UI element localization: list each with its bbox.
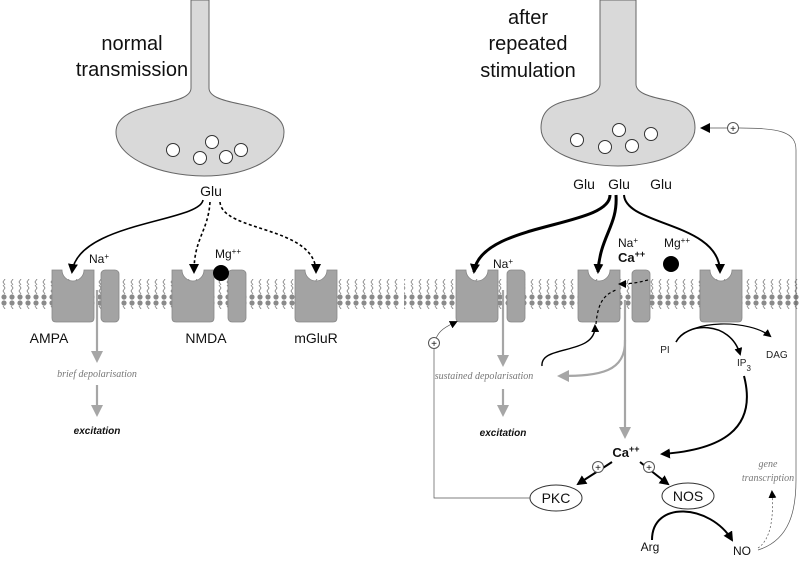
left-vesicles (166, 135, 248, 165)
arg-label: Arg (641, 540, 660, 554)
pkc-feedback-line (433, 321, 530, 499)
vesicle (644, 127, 658, 141)
glu-to-mglur-arrow-solid (623, 194, 725, 274)
pi-label: PI (660, 345, 669, 356)
vesicle (219, 150, 233, 164)
ca-pkc-plus-sign: + (592, 461, 604, 474)
left-mg-block (213, 265, 229, 281)
nmda-receptor (171, 269, 247, 323)
vesicle (625, 139, 639, 153)
left-title-line2: transmission (76, 59, 188, 81)
right-glu-label-2: Glu (608, 176, 630, 192)
mg-expulsion-arrow (618, 279, 649, 288)
svg-text:+: + (730, 124, 736, 135)
nos-label: NOS (673, 488, 703, 504)
svg-text:+: + (431, 339, 437, 350)
right-title-line2: repeated (489, 33, 568, 55)
ca-to-sustained-depolarisation-arrow (557, 339, 627, 382)
no-retrograde-line (700, 123, 797, 551)
vesicle (205, 135, 219, 149)
right-title-line1: after (508, 7, 548, 29)
right-mglur-receptor (699, 269, 743, 323)
gene-label-line2: transcription (742, 473, 794, 484)
glu-to-mglur-arrow (219, 201, 321, 274)
pkc-feedback-plus-sign: + (428, 337, 440, 350)
right-glu-label-3: Glu (650, 176, 672, 192)
glu-to-nmda-arrow-strong (593, 194, 618, 274)
svg-text:+: + (646, 463, 652, 474)
left-presynaptic-terminal (115, 0, 285, 177)
vesicle (193, 151, 207, 165)
left-glu-label: Glu (200, 183, 222, 199)
left-excitation-label: excitation (74, 426, 121, 437)
svg-text:+: + (595, 463, 601, 474)
dag-label: DAG (766, 350, 788, 361)
right-vesicles (570, 123, 658, 154)
central-ca-label: Ca++ (612, 444, 639, 460)
ip3-to-ca-arrow (660, 375, 748, 459)
gene-label-line1: gene (759, 459, 778, 470)
left-mg-label: Mg++ (215, 247, 241, 262)
depolarisation-feedback-arrow (541, 324, 600, 367)
nos-node (661, 482, 715, 510)
mglur-receptor (294, 269, 338, 323)
vesicle (570, 133, 584, 147)
pi-to-dag-arrow (675, 323, 772, 343)
glu-to-nmda-arrow (189, 201, 211, 274)
ip3-label: IP3 (737, 358, 751, 373)
right-excitation-label: excitation (480, 428, 527, 439)
retrograde-plus-sign: + (727, 122, 739, 135)
pkc-label: PKC (542, 490, 571, 506)
right-glu-label-1: Glu (573, 176, 595, 192)
right-na-label-ampa: Na+ (493, 257, 513, 272)
right-ampa-receptor (455, 269, 526, 323)
ampa-receptor (51, 269, 120, 323)
vesicle (166, 143, 180, 157)
mglur-label: mGluR (294, 330, 338, 346)
glu-to-ampa-arrow-strong (470, 194, 612, 274)
sustained-depolarisation-label: sustained depolarisation (435, 371, 534, 382)
vesicle (234, 143, 248, 157)
ca-to-pkc-arrow (576, 461, 613, 486)
left-na-label: Na+ (89, 252, 109, 267)
arg-to-no-arrow (651, 510, 734, 542)
right-mg-label: Mg++ (664, 236, 690, 251)
vesicle (612, 123, 626, 137)
brief-depolarisation-label: brief depolarisation (57, 369, 137, 380)
ca-nos-plus-sign: + (643, 461, 655, 474)
right-presynaptic-terminal (540, 0, 696, 167)
ca-to-nos-arrow (639, 461, 670, 486)
pi-to-ip3-arrow (675, 326, 743, 356)
no-label: NO (733, 544, 751, 558)
vesicle (598, 140, 612, 154)
no-to-gene-arrow (757, 490, 777, 549)
right-title-line3: stimulation (480, 60, 576, 82)
right-ca-label-nmda: Ca++ (618, 249, 645, 265)
nmda-label: NMDA (185, 330, 227, 346)
mg-unblock-dashed (595, 289, 617, 325)
left-title-line1: normal (101, 33, 162, 55)
right-na-label-nmda: Na+ (618, 236, 638, 251)
right-nmda-receptor (577, 269, 651, 323)
glu-to-ampa-arrow (68, 199, 204, 274)
right-mg-ion (663, 256, 679, 272)
ampa-label: AMPA (30, 330, 69, 346)
